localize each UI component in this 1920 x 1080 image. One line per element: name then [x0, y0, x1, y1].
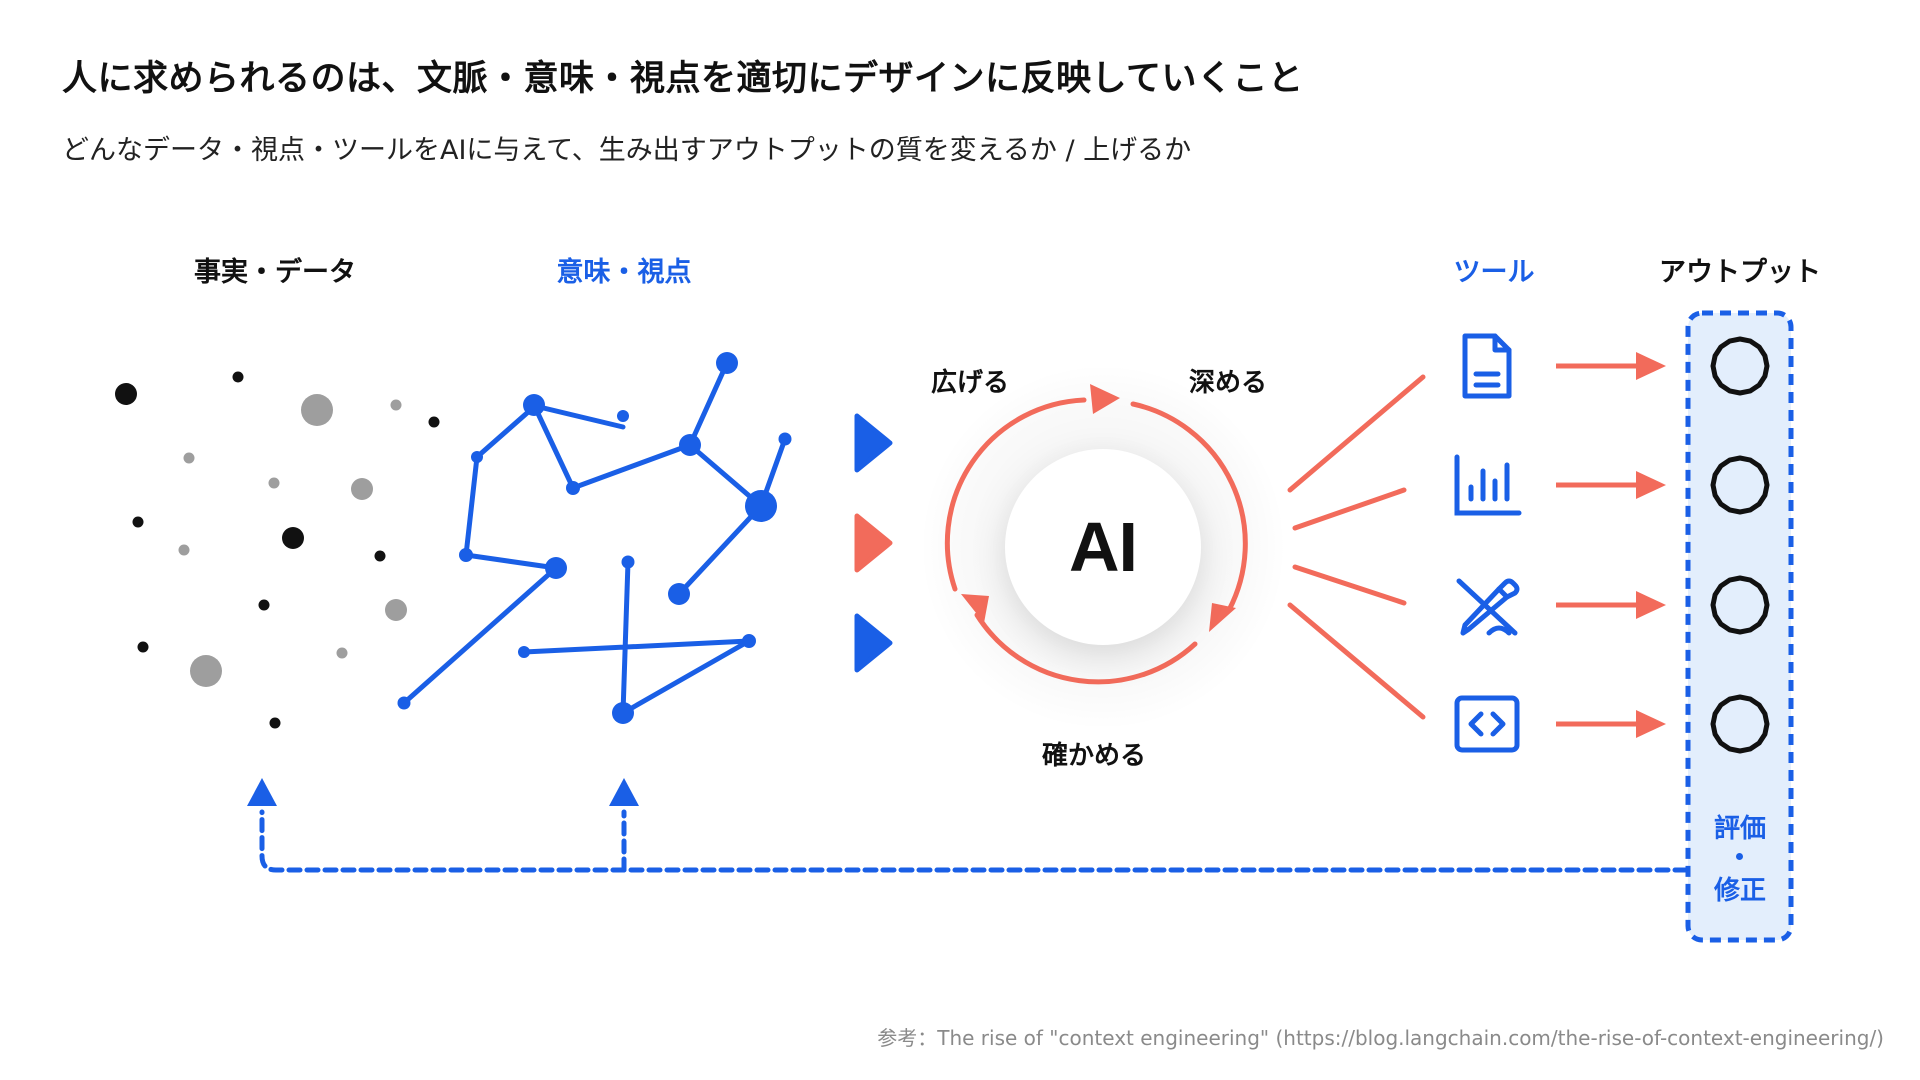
data-dot	[183, 452, 195, 464]
data-dot	[190, 655, 222, 687]
data-dot	[390, 399, 402, 411]
ai-cycle	[944, 397, 1248, 685]
data-dot	[115, 383, 137, 405]
network-node	[745, 490, 777, 522]
network-node	[621, 555, 635, 569]
network-path	[531, 360, 730, 492]
network-path	[676, 442, 765, 597]
page-title: 人に求められるのは、文脈・意味・視点を適切にデザインに反映していくこと	[62, 59, 1304, 99]
cycle-arc-verify	[974, 612, 1198, 685]
output-badges	[1710, 336, 1770, 754]
tools-label: ツール	[1453, 257, 1535, 288]
data-dot	[428, 416, 440, 428]
output-label: アウトプット	[1659, 257, 1821, 288]
arrowhead-icon	[247, 778, 277, 806]
badge-icon	[1710, 455, 1770, 515]
network-node	[778, 432, 792, 446]
network-node	[716, 352, 738, 374]
data-dot	[282, 527, 304, 549]
correction-label: 修正	[1713, 876, 1766, 906]
meaning-perspective-label: 意味・視点	[556, 257, 692, 288]
fan-line	[1287, 602, 1426, 720]
reference-note: 参考：The rise of "context engineering" (ht…	[877, 1026, 1884, 1050]
feedback-line	[259, 809, 1689, 873]
arrowhead-icon	[1090, 384, 1120, 414]
cycle-label-expand: 広げる	[930, 368, 1010, 398]
output-arrows	[1556, 352, 1666, 738]
badge-icon	[1710, 694, 1770, 754]
play-arrow-icon	[854, 413, 893, 473]
fan-line	[1292, 564, 1407, 606]
page-subtitle: どんなデータ・視点・ツールをAIに与えて、生み出すアウトプットの質を変えるか /…	[62, 135, 1192, 166]
data-dot	[178, 544, 190, 556]
output-panel	[1685, 310, 1794, 943]
play-arrow-icon	[854, 513, 893, 573]
arrowhead-icon	[1636, 710, 1666, 738]
data-dot	[374, 550, 386, 562]
network-path	[521, 559, 751, 718]
cycle-arc-expand	[944, 397, 1087, 592]
data-dot	[301, 394, 333, 426]
network-node	[545, 557, 567, 579]
fan-line	[1287, 374, 1426, 493]
network-node	[612, 702, 634, 724]
pen-edit-icon	[1456, 578, 1520, 636]
input-arrows	[854, 413, 893, 673]
facts-data-label: 事実・データ	[194, 257, 356, 288]
network-node	[523, 394, 545, 416]
cycle-arc-deepen	[1130, 401, 1248, 613]
network-node	[679, 434, 701, 456]
feedback-arrowheads	[247, 778, 639, 806]
data-dot	[385, 599, 407, 621]
arrowhead-icon	[1209, 603, 1236, 632]
badge-icon	[1710, 575, 1770, 635]
network-node	[742, 634, 756, 648]
cycle-label-deepen: 深める	[1188, 368, 1268, 398]
data-dot	[137, 641, 149, 653]
data-dot	[268, 477, 280, 489]
data-dot	[351, 478, 373, 500]
arrowhead-icon	[1636, 591, 1666, 619]
data-dot	[258, 599, 270, 611]
code-icon	[1454, 695, 1520, 753]
document-icon	[1462, 333, 1512, 399]
meaning-network	[401, 360, 788, 718]
network-node	[617, 410, 629, 422]
data-dot	[336, 647, 348, 659]
arrowhead-icon	[609, 778, 639, 806]
network-node	[471, 451, 483, 463]
badge-icon	[1710, 336, 1770, 396]
evaluation-separator-dot	[1736, 853, 1743, 860]
arrowhead-icon	[961, 594, 989, 623]
arrowhead-icon	[1636, 471, 1666, 499]
data-dot	[132, 516, 144, 528]
data-dot	[269, 717, 281, 729]
feedback-loop	[259, 809, 1689, 873]
ai-label: AI	[1069, 508, 1138, 586]
network-node	[459, 548, 473, 562]
play-arrow-icon	[854, 613, 893, 673]
cycle-label-verify: 確かめる	[1041, 741, 1147, 771]
evaluation-label: 評価	[1713, 814, 1766, 844]
meaning-nodes	[397, 352, 792, 724]
network-node	[518, 646, 530, 658]
network-node	[397, 696, 411, 710]
ai-core: AI	[1005, 449, 1201, 645]
cycle-arrowheads	[961, 384, 1236, 632]
arrowhead-icon	[1636, 352, 1666, 380]
fan-lines	[1287, 374, 1426, 720]
bar-chart-icon	[1454, 454, 1522, 516]
network-path	[401, 403, 626, 706]
data-dot	[232, 371, 244, 383]
network-node	[566, 481, 580, 495]
network-node	[668, 583, 690, 605]
facts-scatter	[115, 371, 440, 729]
fan-line	[1292, 487, 1407, 531]
